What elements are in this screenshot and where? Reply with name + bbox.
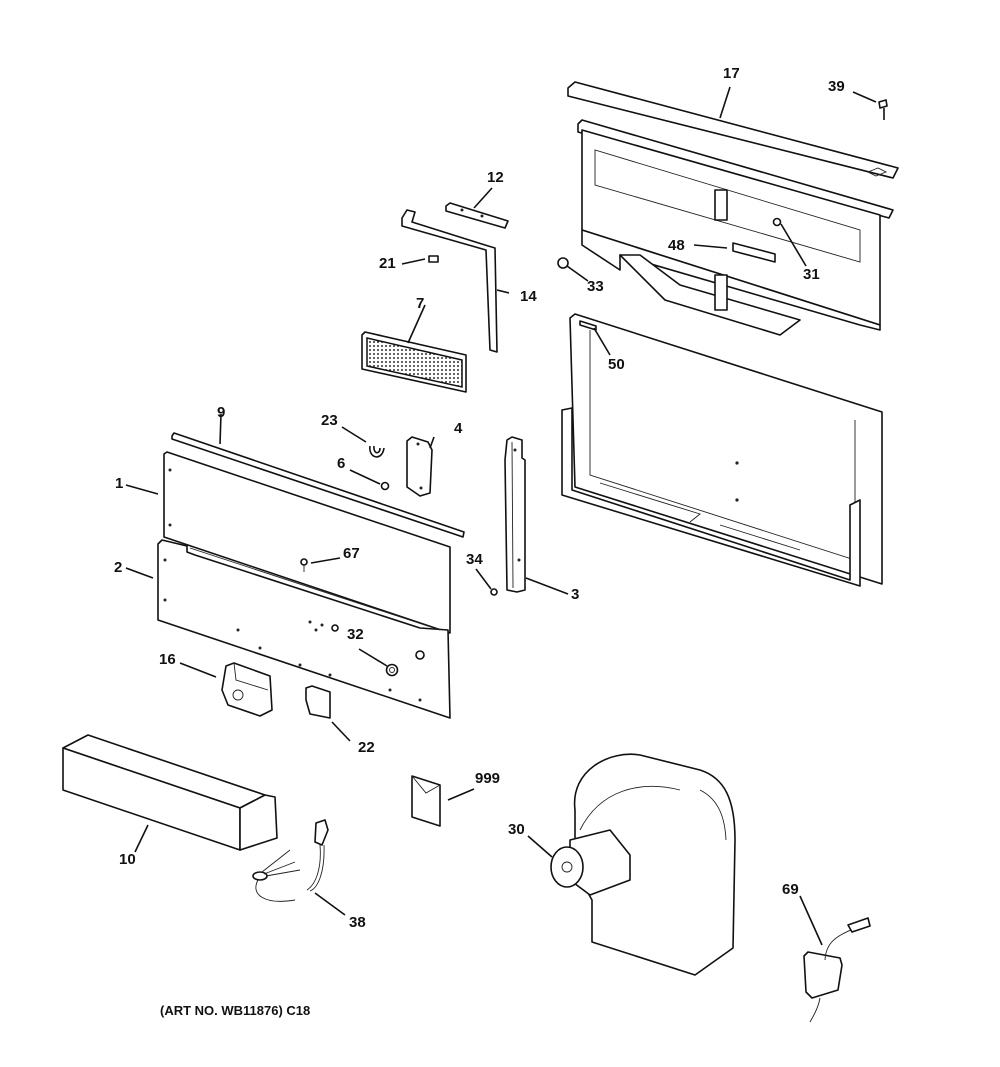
part-9-gasket-strip[interactable]: [171, 432, 465, 538]
callout-30[interactable]: 30: [508, 821, 525, 838]
part-10-junction-box[interactable]: [62, 734, 278, 851]
callout-7[interactable]: 7: [416, 295, 425, 312]
part-22-switch[interactable]: [305, 685, 331, 719]
callout-17[interactable]: 17: [723, 65, 740, 82]
callout-21[interactable]: 21: [379, 255, 396, 272]
part-6-screw[interactable]: [380, 481, 390, 491]
leader-lines: [125, 86, 877, 946]
callout-14[interactable]: 14: [520, 288, 537, 305]
callout-3[interactable]: 3: [571, 586, 580, 603]
part-21-clip[interactable]: [428, 255, 439, 263]
callout-69[interactable]: 69: [782, 881, 799, 898]
part-3-vertical-channel[interactable]: [504, 436, 526, 593]
part-17-top-trim[interactable]: [567, 81, 899, 179]
callout-16[interactable]: 16: [159, 651, 176, 668]
callout-34[interactable]: 34: [466, 551, 483, 568]
callout-1[interactable]: 1: [115, 475, 124, 492]
callout-2[interactable]: 2: [114, 559, 123, 576]
part-4-bracket[interactable]: [406, 436, 433, 497]
upper-housing[interactable]: [577, 119, 894, 336]
callout-31[interactable]: 31: [803, 266, 820, 283]
callout-38[interactable]: 38: [349, 914, 366, 931]
callout-12[interactable]: 12: [487, 169, 504, 186]
callout-67[interactable]: 67: [343, 545, 360, 562]
part-34-screw[interactable]: [490, 588, 498, 596]
callout-32[interactable]: 32: [347, 626, 364, 643]
part-1-upper-panel[interactable]: [163, 451, 451, 634]
part-2-lower-panel[interactable]: [157, 539, 451, 719]
part-12-switch-bracket[interactable]: [445, 202, 509, 229]
part-38-power-cord[interactable]: [252, 819, 329, 902]
callout-23[interactable]: 23: [321, 412, 338, 429]
part-69-wire-harness[interactable]: [803, 917, 871, 1023]
art-number-caption: (ART NO. WB11876) C18: [160, 1003, 311, 1018]
part-23-u-clip[interactable]: [369, 445, 385, 458]
callout-6[interactable]: 6: [337, 455, 346, 472]
part-39-screw[interactable]: [878, 99, 888, 120]
part-48-label-plate[interactable]: [732, 242, 776, 263]
callout-33[interactable]: 33: [587, 278, 604, 295]
part-999-literature[interactable]: [411, 775, 441, 827]
callout-48[interactable]: 48: [668, 237, 685, 254]
part-33-plug-button[interactable]: [557, 257, 569, 269]
callout-22[interactable]: 22: [358, 739, 375, 756]
part-67-screw[interactable]: [300, 558, 308, 572]
part-30-blower-assembly[interactable]: [550, 753, 736, 976]
part-32-grommet[interactable]: [385, 663, 399, 677]
callout-999[interactable]: 999: [475, 770, 501, 787]
callout-4[interactable]: 4: [454, 420, 463, 437]
lower-chassis[interactable]: [561, 313, 883, 587]
part-31-screw[interactable]: [772, 217, 782, 227]
callout-39[interactable]: 39: [828, 78, 845, 95]
part-14-l-bracket[interactable]: [401, 209, 498, 353]
callout-10[interactable]: 10: [119, 851, 136, 868]
callout-9[interactable]: 9: [217, 404, 226, 421]
callout-50[interactable]: 50: [608, 356, 625, 373]
part-7-grease-filter[interactable]: [361, 331, 467, 393]
part-16-relay[interactable]: [221, 662, 273, 717]
